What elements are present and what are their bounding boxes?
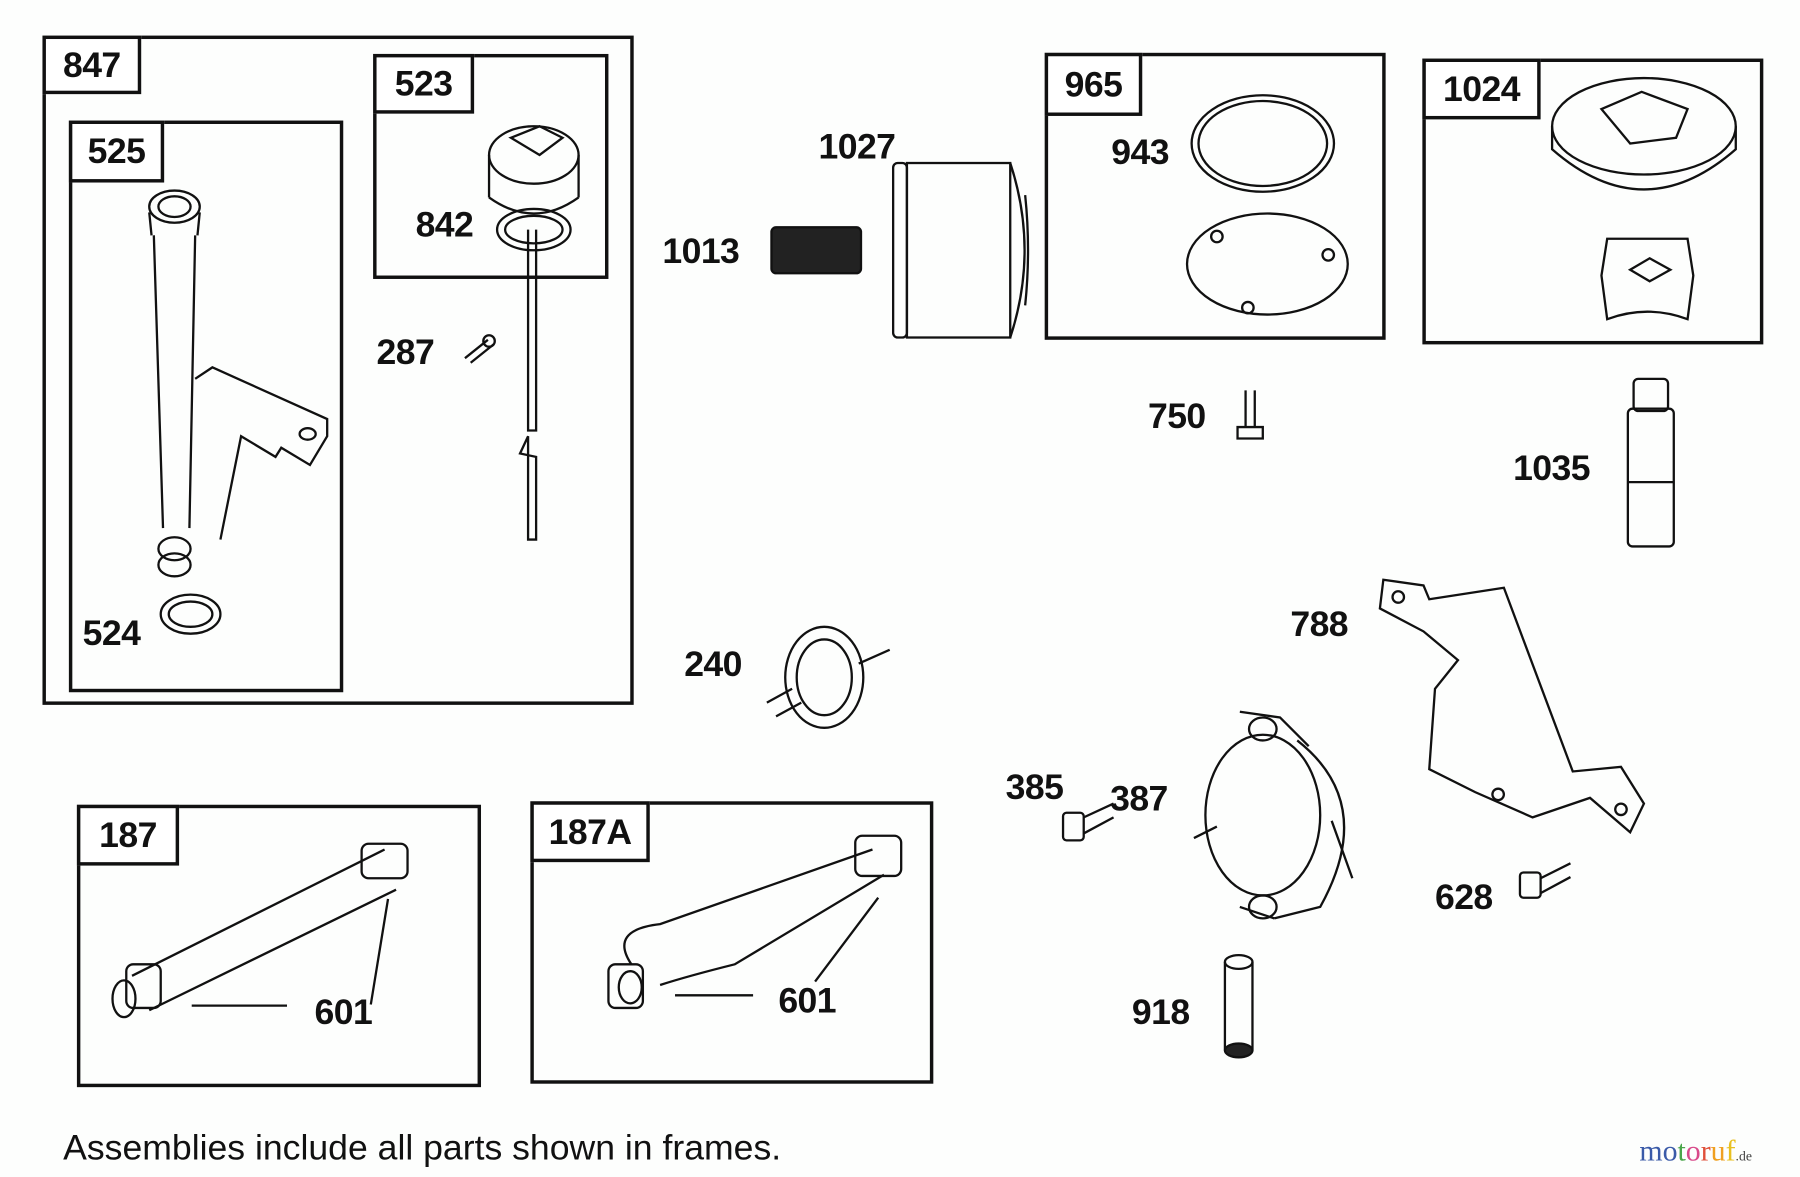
oil-pump-rotor-drawing xyxy=(1550,76,1737,321)
screw-628-drawing xyxy=(1518,862,1572,899)
watermark-letter: o xyxy=(1685,1134,1701,1168)
frame-label-965: 965 xyxy=(1044,52,1143,116)
dipstick-drawing xyxy=(487,125,580,541)
watermark-letter: f xyxy=(1725,1134,1736,1168)
fuel-filter-240-drawing xyxy=(766,625,891,729)
gasket-943-drawing xyxy=(1190,94,1336,193)
callout-1027: 1027 xyxy=(818,126,896,167)
o-ring-524-drawing xyxy=(159,593,222,635)
frame-187a: 187A xyxy=(530,801,934,1084)
fuel-line-918-drawing xyxy=(1223,953,1254,1059)
callout-918: 918 xyxy=(1131,991,1190,1033)
watermark-letter: r xyxy=(1700,1134,1711,1168)
frame-label-525: 525 xyxy=(68,120,165,183)
watermark-letter: m xyxy=(1639,1134,1663,1168)
callout-601-frame-187: 601 xyxy=(314,991,373,1033)
frame-label-847: 847 xyxy=(42,35,142,95)
watermark-tld: .de xyxy=(1735,1148,1753,1165)
filter-screen-1013-drawing xyxy=(770,226,863,275)
callout-240: 240 xyxy=(684,644,742,685)
frame-label-187a: 187A xyxy=(530,801,650,863)
callout-1035: 1035 xyxy=(1513,447,1590,488)
watermark-logo: motoruf.de xyxy=(1639,1134,1752,1168)
callout-750: 750 xyxy=(1148,396,1206,437)
cover-plate-drawing xyxy=(1185,212,1349,316)
hose-187a-drawing xyxy=(607,834,903,1010)
frame-label-523: 523 xyxy=(373,53,475,114)
screw-385-drawing xyxy=(1061,802,1115,842)
hose-187-drawing xyxy=(111,842,409,1019)
frame-965: 965 xyxy=(1044,52,1386,340)
callout-788: 788 xyxy=(1290,603,1349,645)
watermark-letter: t xyxy=(1677,1134,1686,1168)
oil-fill-tube-drawing xyxy=(148,189,329,578)
frame-847: 847 xyxy=(42,35,634,705)
screw-750-drawing xyxy=(1236,390,1264,440)
callout-601-frame-187a: 601 xyxy=(778,980,837,1021)
frame-label-1024: 1024 xyxy=(1422,58,1541,120)
frame-1024: 1024 xyxy=(1422,58,1764,345)
oil-filter-1027-drawing xyxy=(891,161,1030,339)
fuel-pump-drawing xyxy=(1193,710,1354,920)
callout-628: 628 xyxy=(1435,877,1493,918)
watermark-letters: motoruf xyxy=(1639,1134,1735,1167)
callout-842: 842 xyxy=(415,204,474,245)
footnote: Assemblies include all parts shown in fr… xyxy=(63,1127,782,1168)
callout-1013: 1013 xyxy=(662,230,740,271)
callout-524: 524 xyxy=(82,613,141,654)
frame-525: 525 xyxy=(68,120,344,693)
callout-387: 387 xyxy=(1110,778,1168,819)
frame-label-187: 187 xyxy=(76,804,180,866)
callout-943: 943 xyxy=(1111,132,1169,173)
drive-shaft-1035-drawing xyxy=(1626,377,1675,548)
callout-385: 385 xyxy=(1005,766,1064,808)
frame-187: 187 xyxy=(76,804,482,1088)
watermark-letter: o xyxy=(1662,1134,1678,1168)
frame-523: 523 xyxy=(373,53,609,279)
bracket-788-drawing xyxy=(1378,578,1646,835)
callout-287: 287 xyxy=(376,331,435,372)
watermark-letter: u xyxy=(1710,1134,1726,1168)
